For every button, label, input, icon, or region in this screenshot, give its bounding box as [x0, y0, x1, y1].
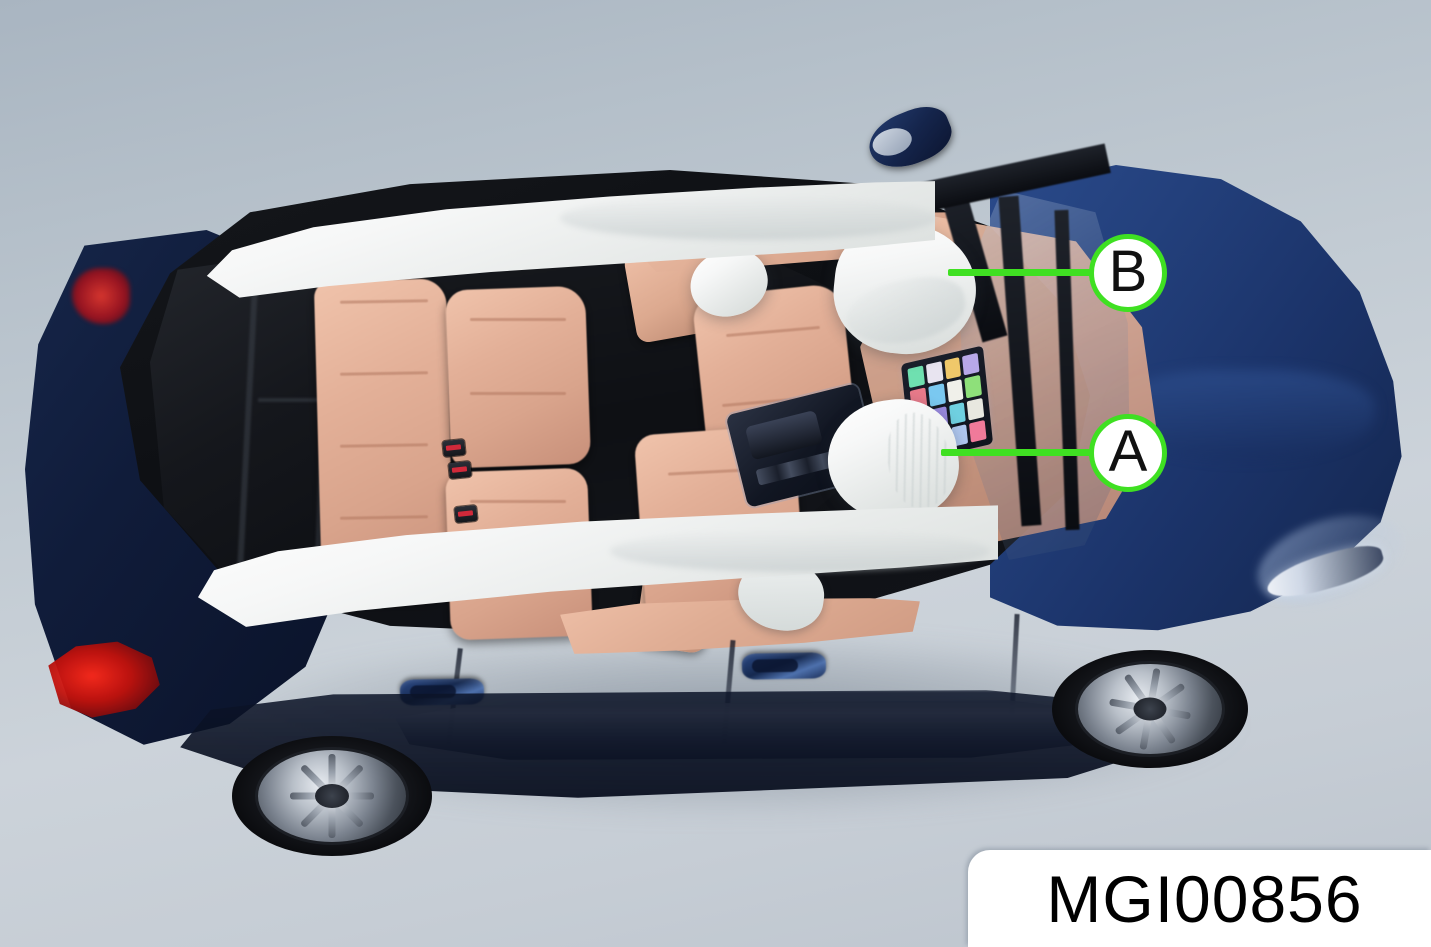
- callout-label-a: A: [1108, 419, 1148, 484]
- callout-marker-a[interactable]: A: [1089, 414, 1167, 492]
- door-handle-front[interactable]: [741, 652, 827, 680]
- reference-code-box: MGI00856: [968, 850, 1431, 947]
- cargo-rib: [258, 398, 326, 402]
- seat-second-row-left: [444, 285, 592, 469]
- seat-stitch: [470, 392, 566, 395]
- wheel-rear: [232, 736, 432, 856]
- seatbelt-buckle: [448, 460, 472, 480]
- curtain-airbag-lower-shading: [610, 530, 990, 572]
- callout-leader-line-b: [948, 269, 1098, 276]
- wheel-front: [1052, 650, 1248, 768]
- taillight-upper: [72, 268, 130, 324]
- seat-stitch: [470, 318, 566, 321]
- curtain-airbag-upper-shading: [560, 196, 938, 240]
- gear-shifter[interactable]: [744, 409, 823, 461]
- seat-stitch: [470, 500, 566, 503]
- seatbelt-buckle: [454, 504, 478, 524]
- reference-code-text: MGI00856: [1046, 861, 1363, 936]
- seatbelt-buckle: [442, 438, 466, 458]
- callout-leader-line-a: [941, 449, 1099, 456]
- callout-label-b: B: [1108, 239, 1148, 304]
- callout-marker-b[interactable]: B: [1089, 234, 1167, 312]
